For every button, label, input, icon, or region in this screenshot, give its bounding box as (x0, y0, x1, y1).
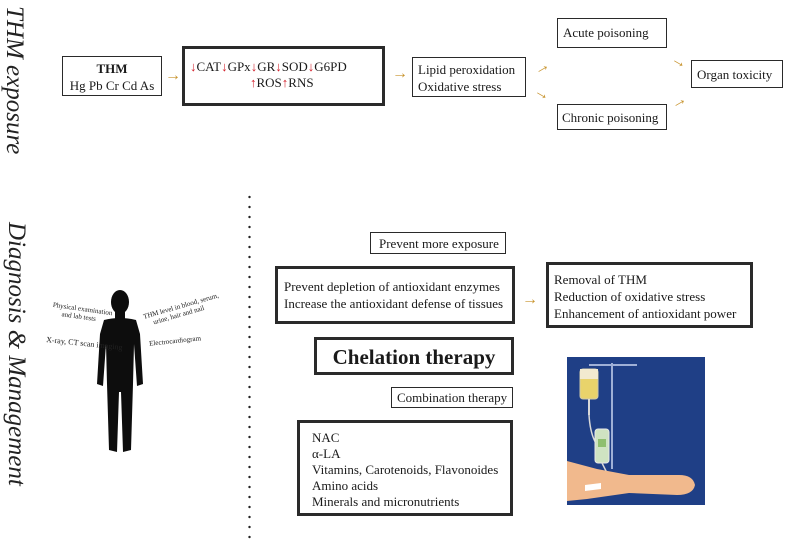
removal-box: Removal of THM Reduction of oxidative st… (546, 262, 753, 328)
organ-toxicity-box: Organ toxicity (691, 60, 783, 88)
enzyme-label: RNS (288, 75, 314, 90)
chronic-label: Chronic poisoning (562, 110, 659, 125)
arrow-to-acute: → (530, 56, 553, 79)
enzyme-row-1: ↓CAT↓GPx↓GR↓SOD↓G6PD (190, 59, 382, 75)
enzyme-box: ↓CAT↓GPx↓GR↓SOD↓G6PD ↑ROS↑RNS (182, 46, 385, 106)
reduction-line: Reduction of oxidative stress (554, 289, 706, 304)
removal-line: Removal of THM (554, 272, 647, 287)
iv-infusion-illustration (567, 357, 705, 505)
red-down-arrow-icon: ↓ (307, 59, 315, 74)
organ-label: Organ toxicity (697, 67, 773, 82)
agent-item: NAC (312, 430, 340, 445)
chelation-therapy-box: Chelation therapy (314, 337, 514, 375)
prevent-exposure-label: Prevent more exposure (379, 236, 499, 251)
enzyme-label: ROS (256, 75, 282, 90)
combination-therapy-box: Combination therapy (391, 387, 513, 408)
oxidative-stress-line: Oxidative stress (418, 79, 502, 94)
ecg-text: Electrocardiogram (148, 334, 202, 348)
arrow-thm-to-enzymes: → (165, 67, 181, 84)
arrow-enzymes-to-lipid: → (392, 65, 408, 82)
arrow-acute-to-organ: → (668, 50, 691, 73)
red-down-arrow-icon: ↓ (275, 59, 282, 74)
thm-level-label: THM level in blood, serum, urine, hair a… (142, 292, 222, 329)
thm-box: THM Hg Pb Cr Cd As (62, 56, 162, 96)
prevent-exposure-box: Prevent more exposure (370, 232, 506, 254)
increase-defense-line: Increase the antioxidant defense of tiss… (284, 296, 504, 311)
red-down-arrow-icon: ↓ (250, 59, 258, 74)
agent-item: α-LA (312, 446, 341, 461)
prevent-depletion-line: Prevent depletion of antioxidant enzymes (284, 279, 500, 294)
thm-exposure-side-label: THM exposure (1, 6, 28, 155)
arrow-depletion-to-removal: → (522, 291, 538, 308)
acute-poisoning-box: Acute poisoning (557, 18, 667, 48)
agent-item: Minerals and micronutrients (312, 494, 460, 509)
agent-item: Amino acids (312, 478, 379, 493)
agent-item: Vitamins, Carotenoids, Flavonoides (312, 462, 499, 477)
acute-label: Acute poisoning (563, 25, 649, 40)
red-up-arrow-icon: ↑ (250, 75, 257, 90)
prevent-depletion-box: Prevent depletion of antioxidant enzymes… (275, 266, 515, 324)
arrow-chronic-to-organ: → (667, 90, 690, 113)
red-up-arrow-icon: ↑ (281, 75, 289, 90)
red-down-arrow-icon: ↓ (221, 59, 228, 74)
enzyme-label: CAT (196, 59, 222, 74)
dotted-divider (248, 192, 251, 545)
arrow-to-chronic: → (531, 82, 554, 105)
chronic-poisoning-box: Chronic poisoning (557, 104, 667, 130)
thm-title: THM (96, 61, 128, 76)
diagnosis-management-side-label: Diagnosis & Management (3, 222, 30, 486)
chelation-label: Chelation therapy (332, 345, 496, 369)
combination-label: Combination therapy (397, 390, 508, 405)
ecg-label: Electrocardiogram (149, 334, 202, 347)
red-down-arrow-icon: ↓ (190, 59, 197, 74)
lipid-peroxidation-box: Lipid peroxidation Oxidative stress (412, 57, 526, 97)
enzyme-label: G6PD (314, 59, 347, 74)
thm-metals: Hg Pb Cr Cd As (69, 78, 155, 93)
enzyme-label: SOD (281, 59, 308, 74)
enzyme-label: GPx (227, 59, 251, 74)
human-silhouette-icon (97, 290, 143, 452)
enhancement-line: Enhancement of antioxidant power (554, 306, 737, 321)
lipid-line: Lipid peroxidation (418, 62, 516, 77)
enzyme-row-2: ↑ROS↑RNS (190, 75, 382, 91)
enzyme-label: GR (257, 59, 276, 74)
